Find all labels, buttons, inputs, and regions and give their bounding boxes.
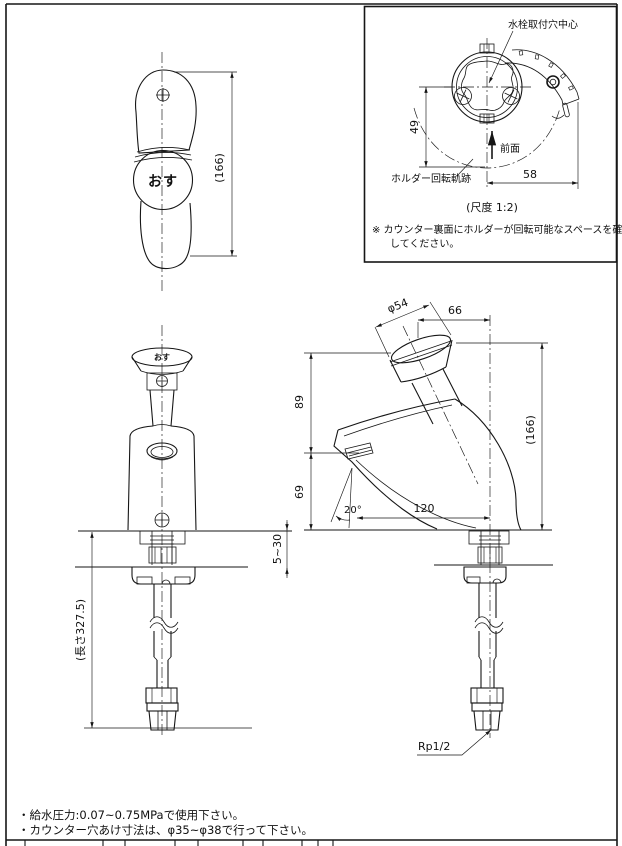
rotation-path-label: ホルダー回転軌跡 (391, 172, 471, 185)
spout-aerator (344, 442, 374, 460)
dim-button-dia-label: φ54 (385, 296, 410, 316)
tab-bottom (479, 113, 495, 124)
dim-69: 69 (293, 453, 313, 530)
body-screw (154, 512, 170, 528)
pipe-break-lower (149, 622, 179, 634)
body-outline (127, 425, 197, 531)
dim-angle-label: 20° (344, 505, 362, 516)
dim-66-label: 66 (448, 304, 462, 317)
dim-166-topview: (166) (174, 71, 237, 257)
inset-note-line1: ※ カウンター裏面にホルダーが回転可能なスペースを確保 (372, 223, 622, 236)
screw-right (502, 87, 520, 105)
dim-166-side: (166) (456, 342, 548, 530)
mounting-hardware-side (468, 530, 510, 565)
spout-opening (146, 442, 178, 461)
water-angle: 20° (330, 467, 362, 529)
title-block-ticks (24, 840, 334, 846)
holder-outer-circle (451, 51, 523, 123)
dim-166-label: (166) (213, 153, 226, 183)
holder-flange (131, 566, 196, 585)
neck-outline (149, 389, 175, 427)
collar-arc-2 (134, 152, 192, 158)
collar-arc-3 (133, 157, 193, 163)
front-label: 前面 (500, 142, 520, 155)
handle-contour (460, 60, 514, 111)
supply-hose-side (470, 583, 504, 731)
hose-union (145, 687, 178, 704)
thread-callout: Rp1/2 (417, 729, 492, 756)
dim-counter-thickness: 5~30 (271, 520, 289, 578)
dim-89: 89 (293, 352, 391, 454)
button-cap-side (389, 334, 453, 383)
dim-120-label: 120 (414, 502, 435, 515)
holder-flange-side (463, 566, 507, 584)
dim-58: 58 (487, 102, 579, 189)
dim-hose-length: (長さ327.5) (74, 532, 252, 729)
dim-hose-length-label: (長さ327.5) (74, 599, 87, 661)
band-boss-circle (546, 75, 560, 89)
push-label: おす (148, 174, 178, 190)
hole-center-callout: 水栓取付穴中心 (488, 18, 578, 84)
end-nut (146, 702, 179, 731)
faucet-side-view: 20° (293, 296, 553, 756)
note-hole-size: ・カウンター穴あけ寸法は、φ35~φ38で行って下さい。 (18, 823, 313, 837)
screw-mark (156, 88, 170, 102)
dim-counter-thickness-label: 5~30 (271, 534, 284, 564)
button-collar (146, 372, 178, 391)
faucet-front-view: おす (74, 325, 292, 738)
dim-89-label: 89 (293, 395, 306, 409)
inset-note-line2: してください。 (390, 238, 459, 250)
dim-120: 120 (357, 502, 490, 520)
dim-49-label: 49 (408, 120, 421, 134)
supply-hose (145, 584, 179, 731)
collar-screw (156, 375, 168, 387)
dim-49: 49 (408, 86, 485, 168)
holder-inner-circle (456, 56, 518, 118)
end-nut-side (471, 702, 503, 731)
note-supply-pressure: ・給水圧力:0.07~0.75MPaで使用下さい。 (18, 808, 244, 822)
scale-label: (尺度 1:2) (466, 200, 518, 214)
inset-border (363, 5, 618, 263)
collar-arc-1 (136, 147, 191, 153)
neck-side (411, 368, 463, 425)
inset-detail: 49 58 前面 水栓取付穴中心 ホルダー回転軌跡 (尺度 1:2) ※ カウン… (363, 5, 622, 263)
thread-label: Rp1/2 (418, 740, 450, 753)
front-direction: 前面 (487, 131, 520, 159)
hole-center-label: 水栓取付穴中心 (508, 18, 578, 31)
screw-left (454, 87, 472, 105)
band-arc-slot (551, 114, 565, 119)
dim-166-side-label: (166) (524, 415, 537, 445)
push-label-front: おす (154, 353, 170, 362)
dim-69-label: 69 (293, 485, 306, 499)
handle-top-view: おす (166) (132, 52, 237, 292)
push-button-circle (132, 149, 194, 211)
rotation-path-callout: ホルダー回転軌跡 (391, 158, 474, 185)
dim-58-label: 58 (523, 168, 537, 181)
button-axis-centerline (402, 325, 479, 485)
body-side (333, 398, 522, 531)
band-slot (562, 102, 570, 118)
rotated-holder-band (504, 49, 580, 119)
pipe-break-upper (149, 616, 179, 628)
handle-lower-lobe (139, 200, 192, 270)
dim-66: 66 (417, 304, 490, 338)
dim-button-dia: φ54 (374, 296, 452, 358)
mounting-hardware (139, 530, 186, 565)
tab-top (479, 43, 495, 54)
handle-outline (135, 69, 197, 154)
sheet-notes: ・給水圧力:0.07~0.75MPaで使用下さい。 ・カウンター穴あけ寸法は、φ… (18, 808, 313, 837)
